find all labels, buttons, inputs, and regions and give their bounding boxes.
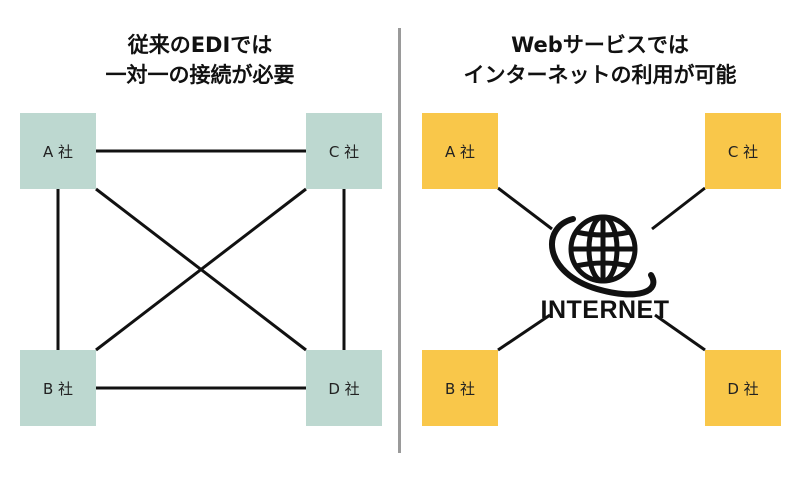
edge-ra-hub (497, 186, 553, 231)
edge-rd-hub (654, 313, 706, 352)
globe-with-orbit-icon (549, 214, 657, 298)
left-box-d-label: D 社 (328, 379, 360, 398)
right-box-b: B 社 (422, 350, 498, 426)
left-box-b-label: B 社 (42, 379, 74, 398)
edge-c-b (95, 187, 307, 352)
right-title-line2: インターネットの利用が可能 (463, 63, 737, 87)
right-box-c: C 社 (705, 113, 781, 189)
panel-divider (398, 28, 401, 453)
right-box-a-label: A 社 (444, 142, 476, 161)
right-box-a: A 社 (422, 113, 498, 189)
edge-rb-hub (497, 313, 551, 352)
left-title-line2: 一対一の接続が必要 (105, 63, 295, 87)
right-box-b-label: B 社 (444, 379, 476, 398)
right-title-line1: Webサービスでは (511, 33, 689, 57)
right-box-d-label: D 社 (727, 379, 759, 398)
left-box-c: C 社 (306, 113, 382, 189)
left-box-a-label: A 社 (42, 142, 74, 161)
left-title-line1: 従来のEDIでは (127, 33, 273, 57)
internet-label: INTERNET (540, 296, 670, 324)
edge-rc-hub (651, 186, 706, 231)
right-box-d: D 社 (705, 350, 781, 426)
left-box-d: D 社 (306, 350, 382, 426)
left-box-a: A 社 (20, 113, 96, 189)
left-panel-title: 従来のEDIでは 一対一の接続が必要 (0, 30, 400, 90)
left-box-b: B 社 (20, 350, 96, 426)
right-panel-title: Webサービスでは インターネットの利用が可能 (400, 30, 800, 90)
left-box-c-label: C 社 (328, 142, 360, 161)
right-box-c-label: C 社 (727, 142, 759, 161)
